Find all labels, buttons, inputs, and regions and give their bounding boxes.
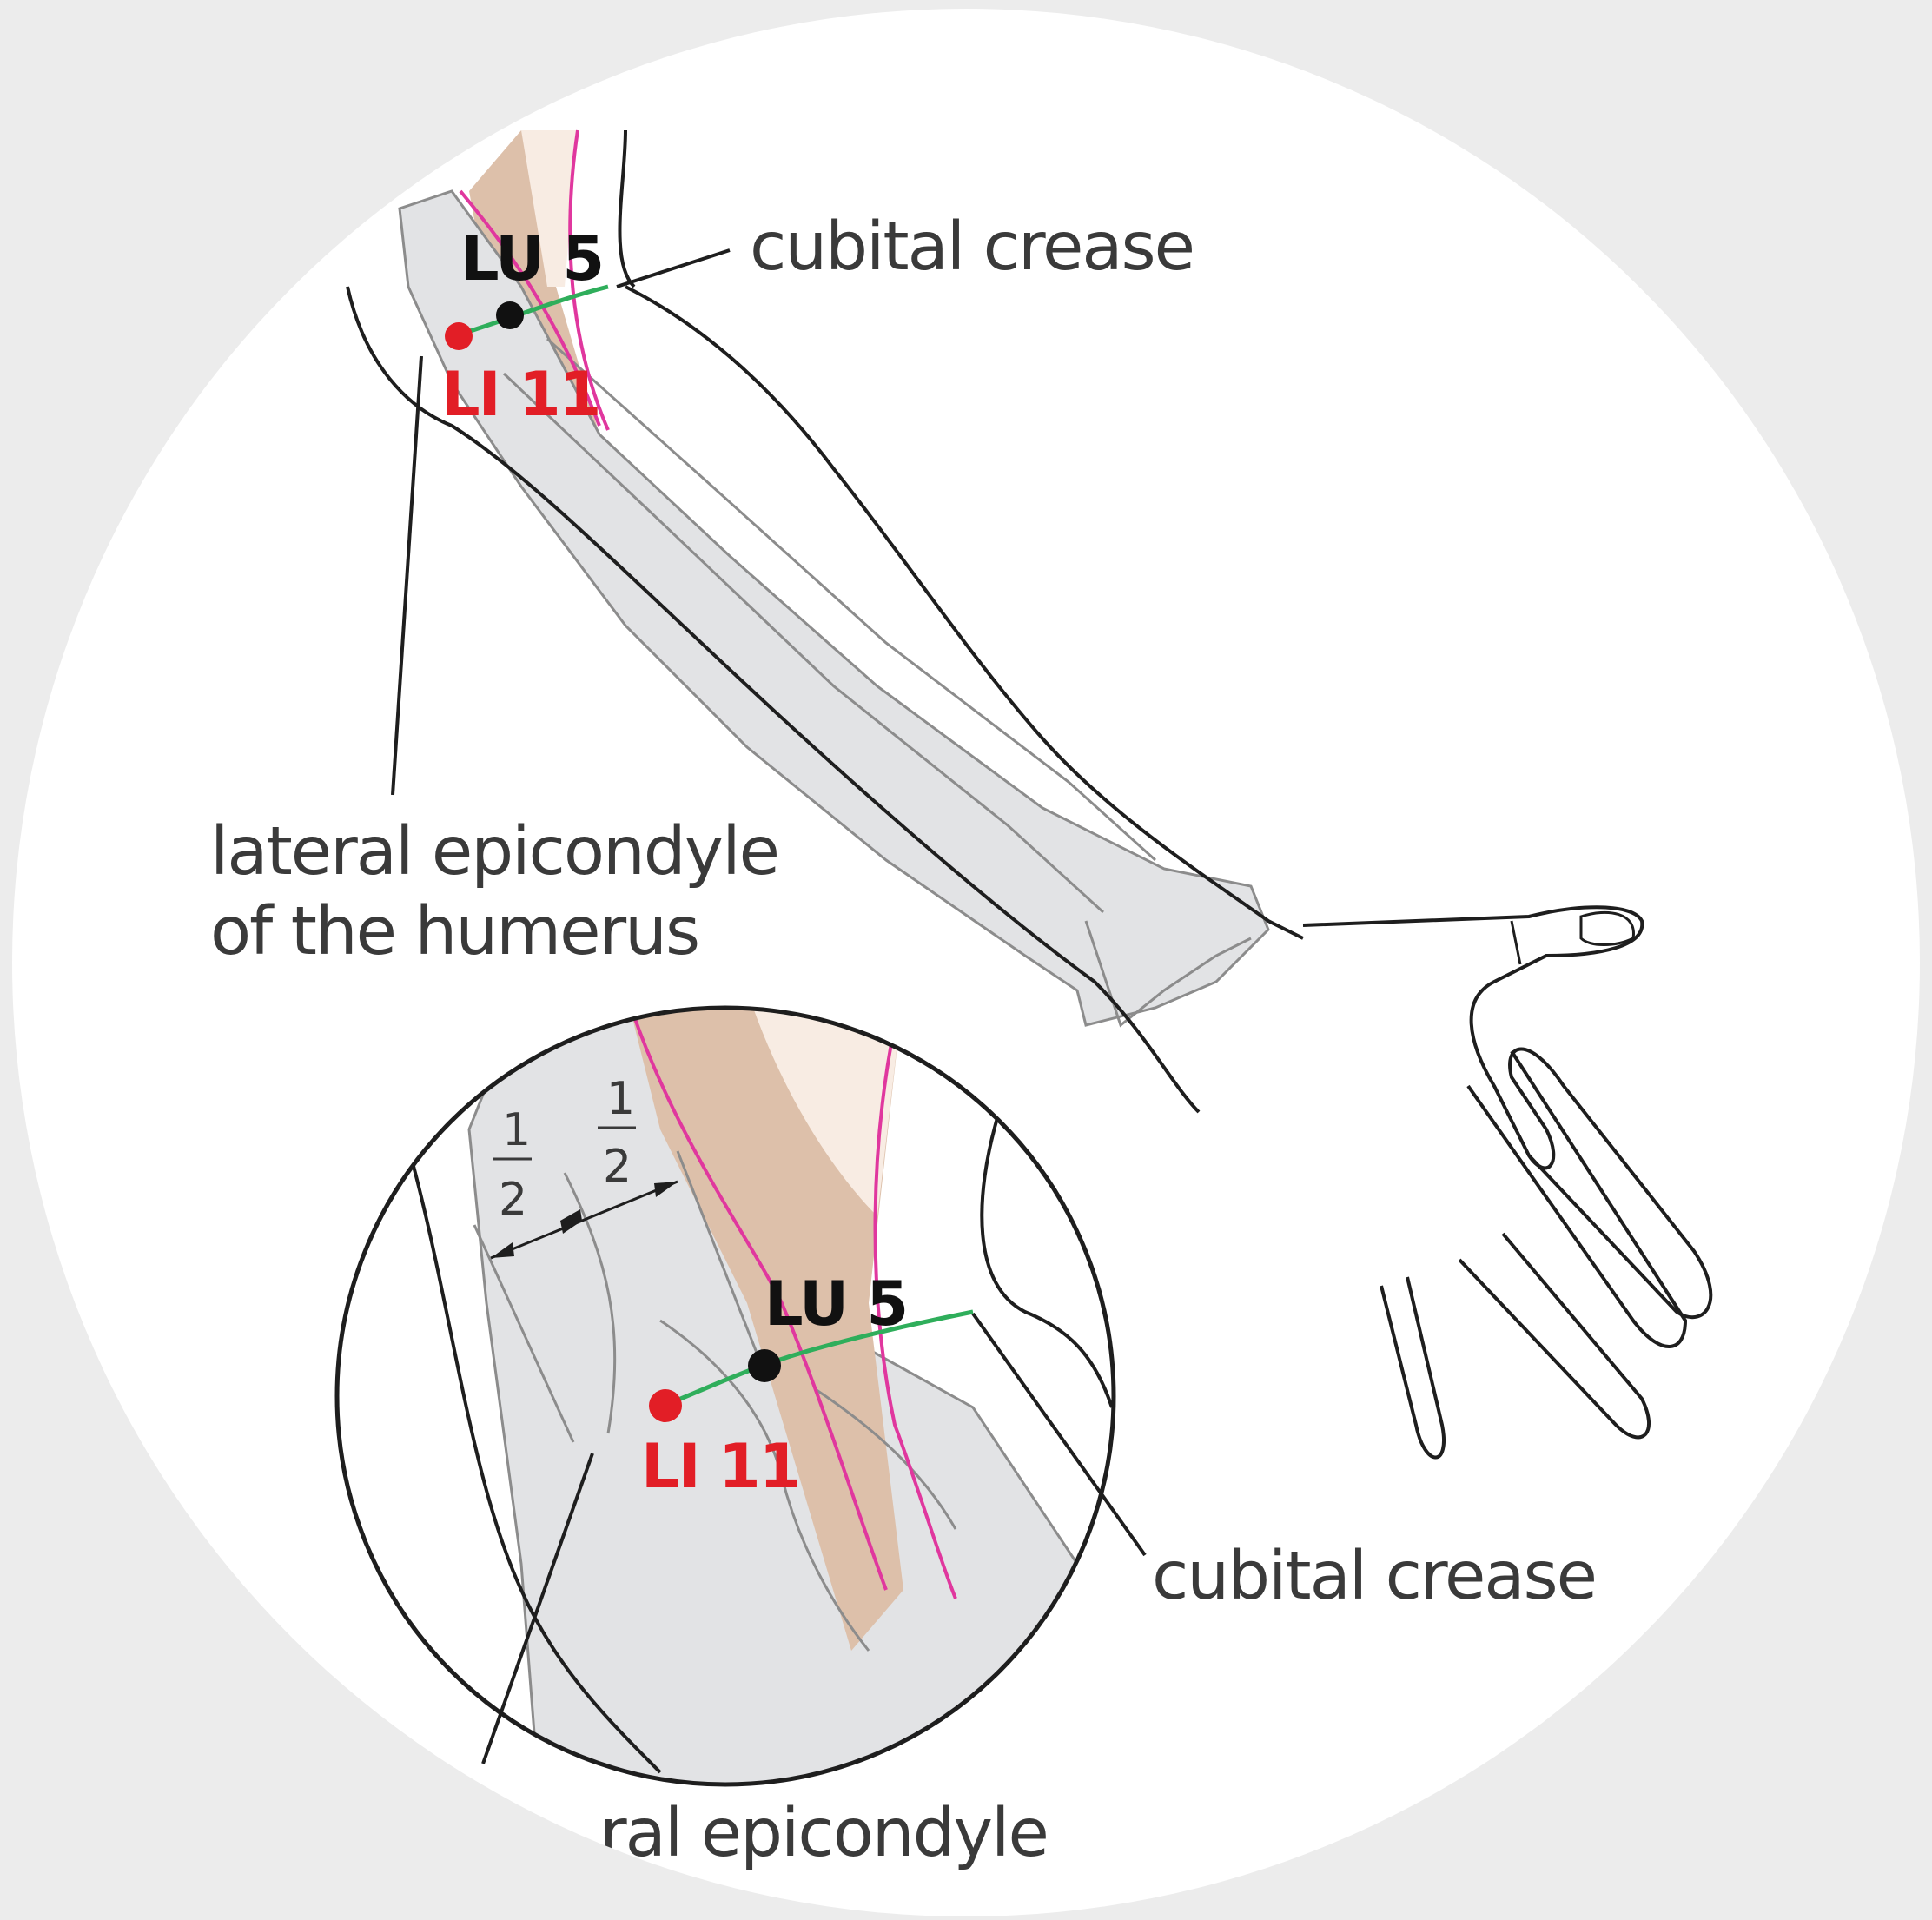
inset-li11-point	[649, 1389, 682, 1422]
lu5-label: LU 5	[460, 223, 603, 295]
cubital-crease-label: cubital crease	[750, 209, 1194, 286]
fraction-left-denominator: 2	[499, 1174, 527, 1226]
fraction-left-numerator: 1	[502, 1104, 531, 1156]
inset-lateral-epicondyle-label: ral epicondyle	[599, 1795, 1048, 1872]
fraction-right-denominator: 2	[603, 1141, 632, 1193]
lateral-epicondyle-label-line1: lateral epicondyle	[210, 813, 778, 890]
li11-point	[445, 322, 473, 350]
inset-lu5-label: LU 5	[764, 1268, 907, 1340]
inset-cubital-crease-label: cubital crease	[1152, 1538, 1596, 1615]
lateral-epicondyle-label-line2: of the humerus	[210, 893, 698, 970]
fraction-right-numerator: 1	[606, 1073, 635, 1125]
inset-lu5-point	[748, 1349, 781, 1382]
inset-li11-label: LI 11	[641, 1431, 799, 1502]
lu5-point	[496, 301, 524, 329]
li11-label: LI 11	[441, 359, 599, 430]
